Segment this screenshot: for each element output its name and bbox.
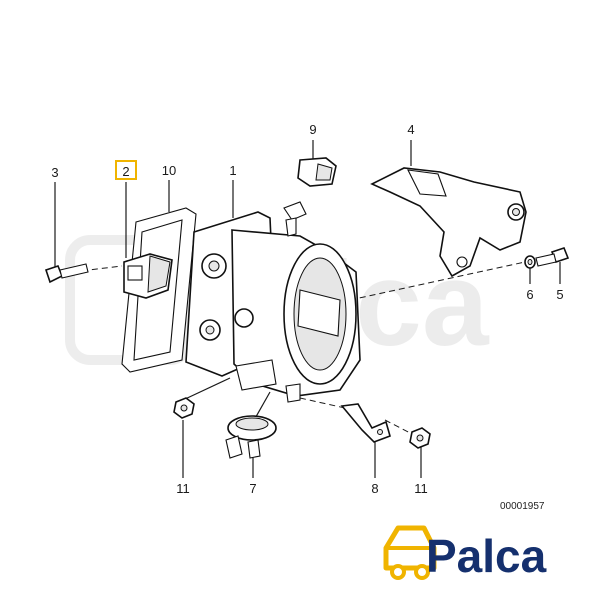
drawing-number: 00001957 <box>500 501 545 512</box>
nut-part-11-left <box>173 397 195 419</box>
callout-11-left: 11 <box>176 481 190 496</box>
callout-2: 2 <box>122 164 129 179</box>
valve-part-7 <box>225 415 277 459</box>
callout-4: 4 <box>407 122 414 137</box>
leader-lines <box>54 140 561 478</box>
callout-2-highlight <box>115 160 137 180</box>
throttle-housing-part-1 <box>185 201 361 403</box>
callout-1: 1 <box>229 163 236 178</box>
sensor-part-2 <box>123 253 173 299</box>
washer-part-6 <box>524 255 536 269</box>
car-icon <box>383 525 437 580</box>
nut-part-11-right <box>409 427 431 449</box>
callout-5: 5 <box>556 287 563 302</box>
clip-part-9 <box>297 157 337 187</box>
callout-7: 7 <box>249 481 256 496</box>
callout-10: 10 <box>162 163 176 178</box>
bolt-part-5 <box>535 247 570 267</box>
brand-logo: Palca <box>383 525 547 582</box>
bolt-part-3 <box>44 263 89 284</box>
logo-text: Palca <box>426 530 547 582</box>
callout-8: 8 <box>371 481 378 496</box>
callout-6: 6 <box>526 287 533 302</box>
callout-3: 3 <box>51 165 58 180</box>
callout-11-right: 11 <box>414 481 428 496</box>
bracket-part-8 <box>340 403 391 443</box>
bracket-part-4 <box>370 167 527 278</box>
callout-labels: 3 2 10 1 9 4 6 5 11 7 8 11 <box>51 122 563 496</box>
callout-9: 9 <box>309 122 316 137</box>
